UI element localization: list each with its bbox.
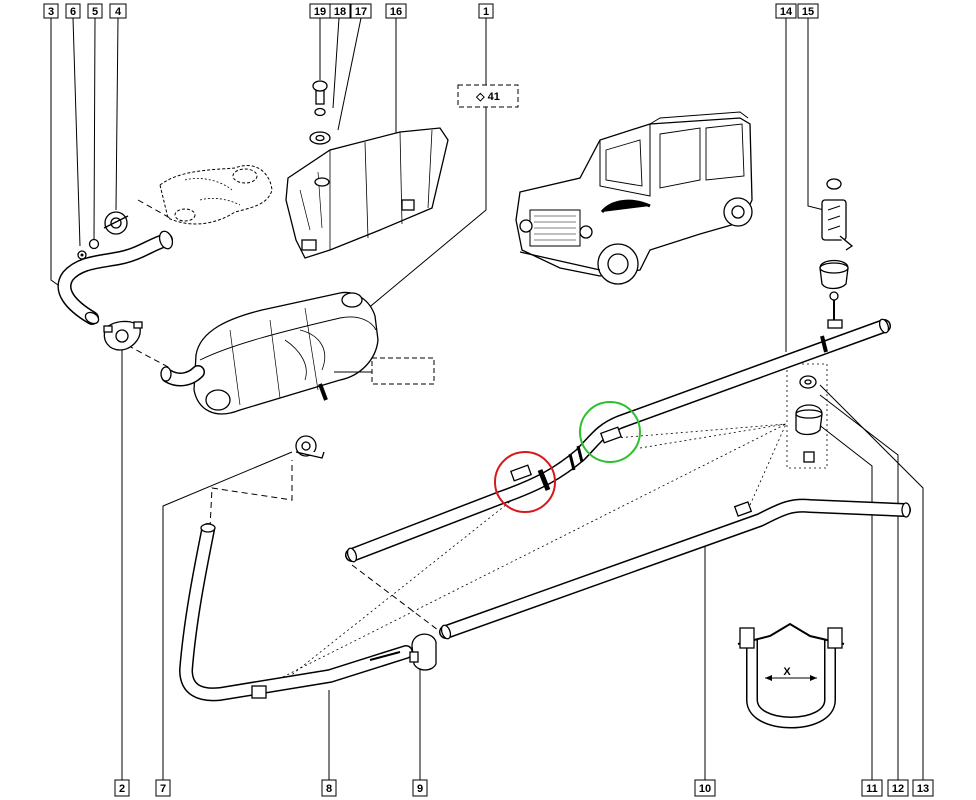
callout-18-label: 18 xyxy=(334,6,346,18)
callout-5-label: 5 xyxy=(92,6,98,18)
callouts: 3 6 5 4 19 18 17 16 1 14 15 2 7 8 9 10 1… xyxy=(43,3,934,797)
highlight-circle-red xyxy=(494,451,556,513)
callout-19-label: 19 xyxy=(314,6,326,18)
highlight-circle-green xyxy=(579,401,641,463)
callout-8: 8 xyxy=(321,779,337,797)
callout-3-label: 3 xyxy=(48,6,54,18)
callout-4-label: 4 xyxy=(115,6,122,18)
callout-9-label: 9 xyxy=(417,783,423,795)
clamp-part-2 xyxy=(103,320,143,351)
callout-1: 1 xyxy=(478,3,494,19)
callout-6-label: 6 xyxy=(70,6,76,18)
callout-12-label: 12 xyxy=(892,783,904,795)
callout-11: 11 xyxy=(861,779,883,797)
intermediate-pipe xyxy=(439,498,911,640)
reference-box-empty xyxy=(371,357,435,385)
callout-9: 9 xyxy=(412,779,428,797)
clamp-dimension-label: X xyxy=(783,666,791,678)
exhaust-manifold xyxy=(159,165,273,225)
callout-11-label: 11 xyxy=(866,783,878,795)
callout-14-label: 14 xyxy=(780,6,793,18)
reference-box-label: ◇ 41 xyxy=(475,91,500,103)
flange-parts xyxy=(77,211,129,260)
callout-10-label: 10 xyxy=(699,783,711,795)
callout-17-label: 17 xyxy=(355,6,367,18)
callout-7-label: 7 xyxy=(160,783,166,795)
callout-12: 12 xyxy=(887,779,909,797)
callout-10: 10 xyxy=(694,779,716,797)
callout-18: 18 xyxy=(329,3,351,19)
callout-4: 4 xyxy=(109,3,127,19)
silencer xyxy=(160,291,379,415)
rear-mount xyxy=(795,375,823,463)
downpipe xyxy=(179,523,413,702)
callout-17: 17 xyxy=(350,3,372,19)
callout-2-label: 2 xyxy=(119,783,125,795)
callout-15-label: 15 xyxy=(802,6,814,18)
clamp-detail xyxy=(737,622,845,729)
callout-19: 19 xyxy=(309,3,331,19)
tail-pipe xyxy=(345,318,891,563)
leader-lines xyxy=(50,17,924,780)
callout-6: 6 xyxy=(65,3,81,19)
callout-3: 3 xyxy=(43,3,59,19)
callout-13-label: 13 xyxy=(917,783,929,795)
clamp-part-9 xyxy=(409,633,437,671)
callout-15: 15 xyxy=(797,3,819,19)
callout-16: 16 xyxy=(385,3,407,19)
front-pipe xyxy=(57,230,174,325)
silencer-mount xyxy=(295,435,325,459)
callout-14: 14 xyxy=(775,3,797,19)
callout-13: 13 xyxy=(912,779,934,797)
callout-2: 2 xyxy=(114,779,130,797)
callout-7: 7 xyxy=(155,779,171,797)
car-illustration xyxy=(515,111,753,285)
heat-shield xyxy=(285,80,449,259)
rear-hanger xyxy=(819,178,854,329)
callout-16-label: 16 xyxy=(390,6,402,18)
reference-box: ◇ 41 xyxy=(457,84,519,108)
callout-1-label: 1 xyxy=(483,6,489,18)
callout-8-label: 8 xyxy=(326,783,332,795)
callout-5: 5 xyxy=(87,3,103,19)
